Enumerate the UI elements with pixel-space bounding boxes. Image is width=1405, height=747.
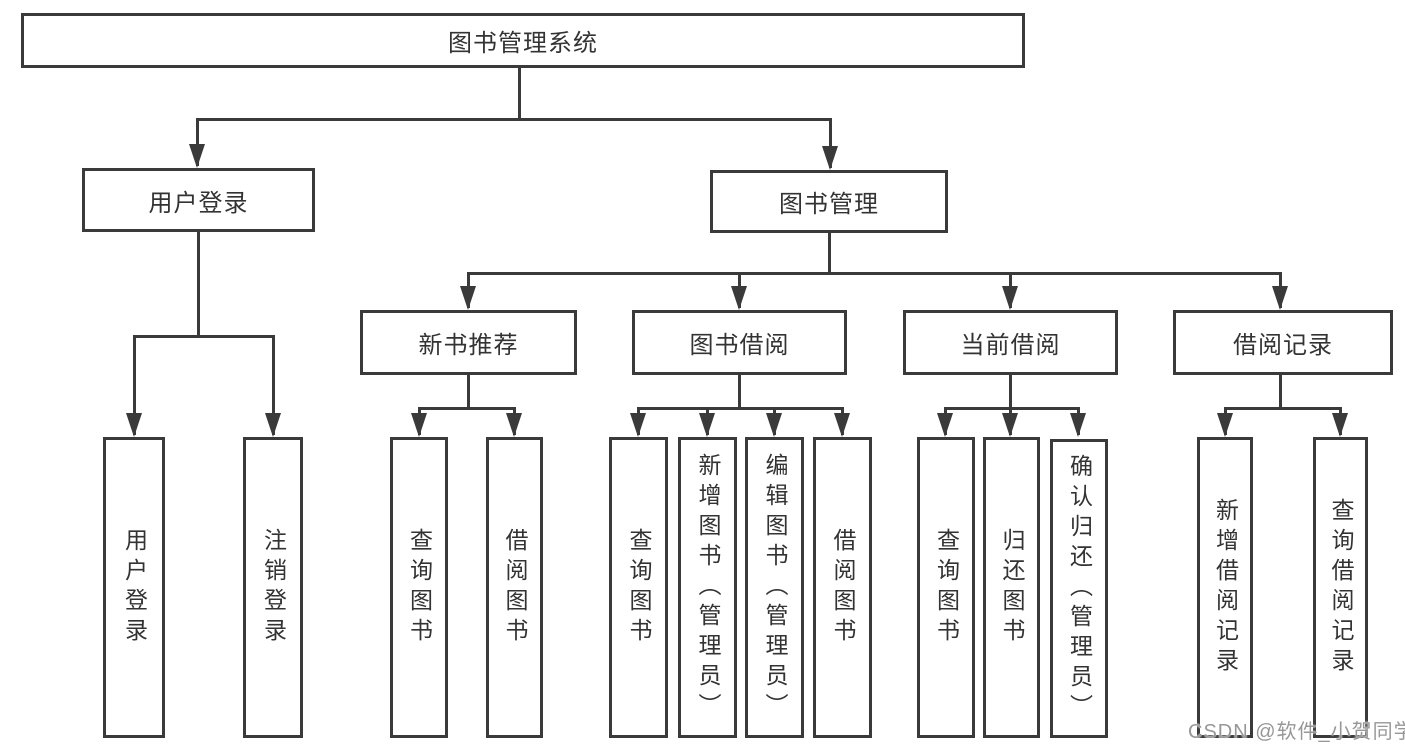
connector-records-bus [1224, 407, 1342, 410]
arrow-to-cb-confirm [1070, 413, 1086, 437]
connector-current-trunk [1009, 375, 1012, 410]
arrow-to-user-login [189, 144, 205, 168]
connector-login-trunk [197, 232, 200, 338]
connector-login-bus [133, 335, 275, 338]
connector-to-book-mgmt [829, 118, 832, 168]
node-leaf-borrow-add: 新增图书（管理员） [678, 437, 737, 738]
node-leaf-current-query: 查询图书 [917, 437, 975, 738]
node-leaf-borrow-edit: 编辑图书（管理员） [745, 437, 804, 738]
node-current-borrow: 当前借阅 [903, 310, 1118, 375]
connector-newbook-bus [418, 407, 516, 410]
node-book-borrow: 图书借阅 [632, 310, 847, 375]
arrow-to-book-borrow [731, 286, 747, 310]
connector-root-trunk [518, 68, 521, 120]
arrow-to-cb-query [937, 413, 953, 437]
connector-l2-bus [196, 118, 832, 121]
arrow-to-borrow-records [1272, 286, 1288, 310]
node-root: 图书管理系统 [21, 13, 1025, 68]
node-leaf-newbook-borrow: 借阅图书 [486, 437, 543, 738]
arrow-to-bb-borrow [834, 413, 850, 437]
arrow-to-bb-query [630, 413, 646, 437]
arrow-to-br-query [1332, 413, 1348, 437]
arrow-to-new-book [460, 286, 476, 310]
connector-newbook-trunk [467, 375, 470, 410]
connector-to-leaf-user-login [133, 335, 136, 435]
connector-records-trunk [1279, 375, 1282, 410]
node-leaf-current-confirm: 确认归还（管理员） [1050, 439, 1108, 738]
arrow-to-cb-return [1002, 413, 1018, 437]
arrow-to-nb-borrow [506, 413, 522, 437]
node-new-book: 新书推荐 [360, 310, 577, 375]
connector-borrow-trunk [738, 375, 741, 410]
node-book-mgmt: 图书管理 [710, 170, 948, 233]
node-leaf-records-add: 新增借阅记录 [1197, 437, 1253, 738]
connector-l3-bus [467, 272, 1282, 275]
arrow-to-bb-add [699, 413, 715, 437]
watermark: CSDN @软件_小贺同学 [1188, 721, 1405, 743]
node-leaf-user-login: 用户登录 [103, 437, 165, 738]
arrow-to-br-add [1217, 413, 1233, 437]
node-leaf-logout: 注销登录 [243, 437, 303, 738]
node-borrow-records: 借阅记录 [1173, 310, 1393, 375]
node-leaf-borrow-query: 查询图书 [609, 437, 668, 738]
connector-current-bus [944, 407, 1080, 410]
node-leaf-records-query: 查询借阅记录 [1313, 437, 1368, 738]
arrow-to-leaf-logout [265, 413, 281, 437]
node-user-login: 用户登录 [82, 168, 315, 232]
arrow-to-nb-query [411, 413, 427, 437]
connector-to-leaf-logout [272, 335, 275, 435]
node-leaf-borrow-borrow: 借阅图书 [813, 437, 872, 738]
arrow-to-book-mgmt [822, 146, 838, 170]
node-leaf-current-return: 归还图书 [983, 437, 1040, 738]
arrow-to-current-borrow [1002, 286, 1018, 310]
arrow-to-bb-edit [766, 413, 782, 437]
connector-to-user-login [196, 118, 199, 166]
connector-mgmt-trunk [828, 233, 831, 274]
node-leaf-newbook-query: 查询图书 [390, 437, 448, 738]
arrow-to-leaf-user-login [126, 413, 142, 437]
connector-borrow-bus [637, 407, 844, 410]
